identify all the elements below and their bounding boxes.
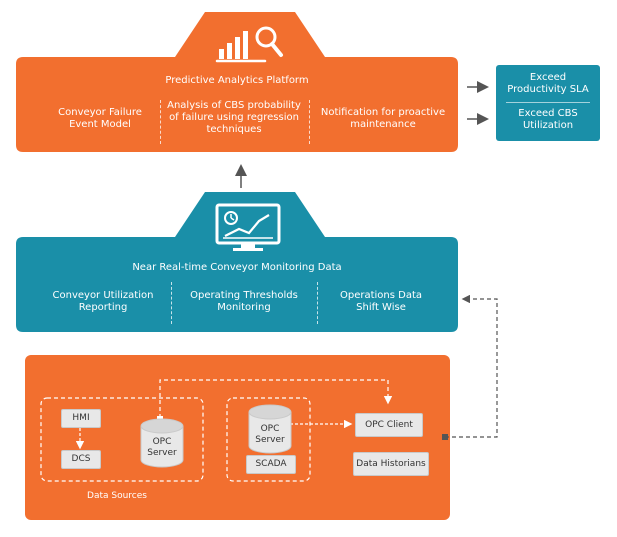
opc-server-label-1: OPC Server	[147, 437, 177, 458]
top-item-2: Analysis of CBS probability of failure u…	[167, 100, 301, 135]
middle-panel-title: Near Real-time Conveyor Monitoring Data	[132, 262, 342, 273]
opc-client-box: OPC Client	[355, 413, 423, 437]
outcome-utilization: Exceed CBS Utilization	[518, 108, 578, 131]
data-historians-box: Data Historians	[353, 452, 429, 476]
data-sources-panel	[25, 355, 450, 520]
bar-chart-magnifier-icon	[213, 23, 285, 65]
outcome-divider	[506, 102, 590, 103]
top-panel-title: Predictive Analytics Platform	[165, 75, 309, 86]
opc-server-db-icon-1	[139, 418, 185, 468]
outcome-productivity: Exceed Productivity SLA	[507, 72, 589, 95]
middle-item-1: Conveyor Utilization Reporting	[52, 290, 154, 313]
outcomes-box: Exceed Productivity SLA Exceed CBS Utili…	[496, 65, 600, 141]
opc-server-db-icon-2	[247, 404, 293, 454]
scada-box: SCADA	[246, 455, 296, 474]
top-item-1: Conveyor Failure Event Model	[58, 107, 142, 130]
hmi-box: HMI	[61, 409, 101, 428]
middle-item-3: Operations Data Shift Wise	[339, 290, 423, 313]
monitor-chart-icon	[213, 203, 283, 253]
data-sources-caption: Data Sources	[87, 491, 147, 501]
middle-item-2: Operating Thresholds Monitoring	[190, 290, 298, 313]
top-item-3: Notification for proactive maintenance	[320, 107, 446, 130]
opc-server-label-2: OPC Server	[255, 424, 285, 445]
dcs-box: DCS	[61, 450, 101, 469]
